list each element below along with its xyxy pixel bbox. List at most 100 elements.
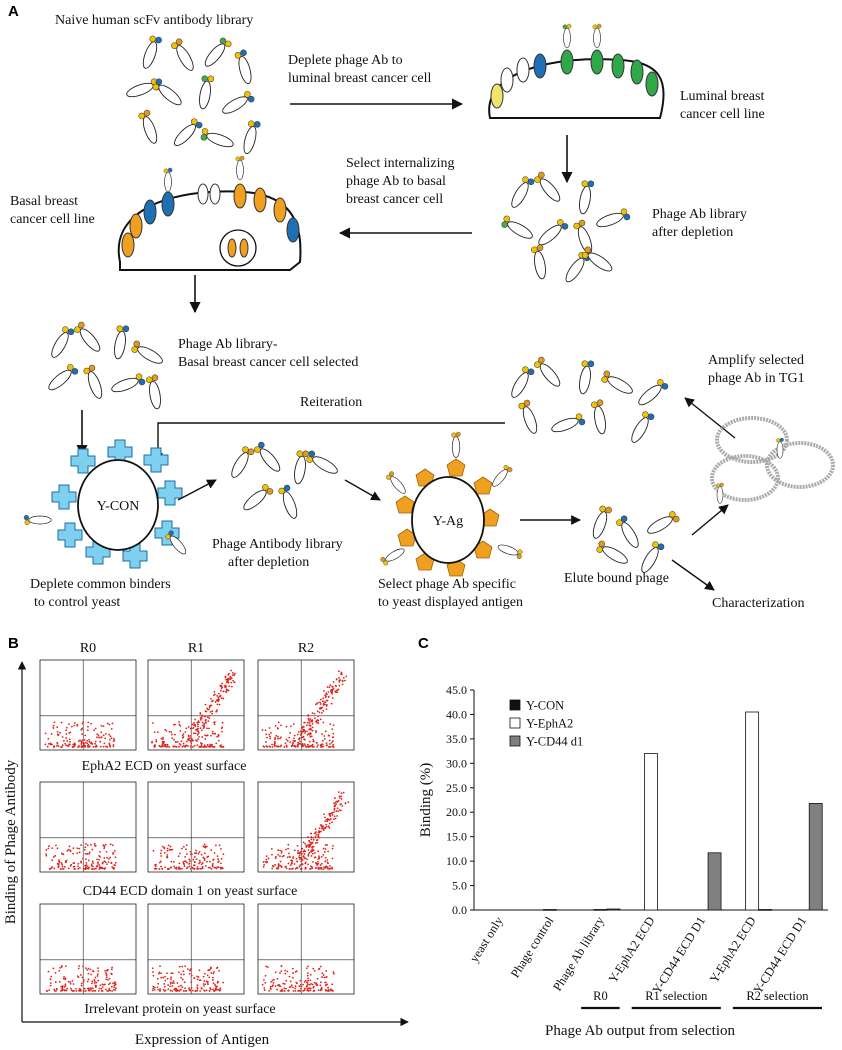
flow-dot [308, 851, 311, 854]
flow-dot [277, 735, 279, 738]
flow-dot [109, 843, 112, 846]
flow-dot [317, 850, 320, 853]
flow-dot [182, 973, 185, 976]
flow-dot [326, 817, 329, 820]
flow-dot [77, 865, 80, 868]
flow-dot [200, 717, 203, 720]
flow-dot [111, 866, 114, 868]
flow-dot [77, 740, 80, 743]
flow-dot [171, 990, 174, 992]
flow-dot [64, 977, 67, 980]
flow-dot [207, 720, 210, 723]
flow-dot [81, 727, 83, 730]
legend-swatch [509, 735, 521, 747]
flow-dot [168, 746, 171, 748]
flow-dot [283, 990, 286, 992]
flow-dot [88, 987, 91, 990]
flow-dot [159, 965, 161, 968]
flow-dot [201, 745, 203, 748]
bar-y-epha2 [593, 909, 608, 911]
basal-selected-phages [44, 320, 166, 411]
flow-dot [275, 734, 278, 737]
c-x-tick-label: Y-CD44 ECD D1 [751, 914, 810, 996]
flow-dot [322, 868, 325, 870]
flow-dot [311, 745, 313, 747]
flow-dot [94, 742, 97, 745]
c-y-tick-label: 30.0 [446, 756, 467, 770]
flow-dot [164, 744, 167, 746]
flow-dot [173, 982, 175, 985]
flow-dot [325, 823, 328, 826]
reiteration-label: Reiteration [300, 395, 362, 410]
flow-dot [312, 838, 315, 841]
flow-dot [306, 858, 308, 861]
flow-dot [274, 863, 276, 866]
flow-dot [337, 799, 340, 802]
flow-dot [209, 704, 212, 707]
flow-dot [114, 987, 117, 990]
flow-dot [161, 867, 164, 870]
flow-dot [324, 844, 327, 846]
flow-dot [318, 836, 321, 839]
flow-dot [99, 856, 101, 858]
c-x-tick-label: Y-EphA2 ECD [707, 914, 759, 985]
flow-dot [190, 987, 193, 989]
flow-dot [87, 725, 89, 728]
flow-dot [68, 845, 71, 848]
flow-dot [319, 830, 322, 833]
flow-dot [293, 734, 296, 737]
naive-library-phages [124, 33, 262, 156]
flow-dot [197, 721, 200, 723]
flow-dot [215, 742, 218, 745]
flow-dot [108, 723, 111, 726]
flow-dot [164, 975, 166, 978]
flow-dot [80, 743, 83, 745]
flow-dot [162, 988, 165, 991]
flow-dot [91, 860, 94, 863]
flow-dot [300, 850, 303, 853]
flow-dot [64, 989, 67, 992]
bar-y-epha2 [644, 753, 658, 911]
flow-dot [65, 744, 68, 747]
flow-dot [290, 725, 292, 728]
phage-antibody-line2: after depletion [228, 555, 309, 570]
flow-dot [220, 685, 223, 688]
flow-dot [280, 965, 283, 967]
flow-dot [214, 844, 217, 847]
flow-dot [112, 853, 114, 855]
flow-dot [54, 981, 57, 983]
flow-dot [341, 680, 344, 683]
flow-dot [291, 742, 294, 745]
flow-dot [88, 740, 91, 743]
flow-dot [327, 734, 330, 737]
flow-dot [65, 737, 68, 739]
flow-dot [152, 985, 155, 988]
flow-dot [310, 855, 313, 857]
flow-dot [88, 738, 90, 741]
flow-dot [64, 861, 67, 863]
flow-dot [319, 701, 321, 704]
flow-dot [187, 726, 190, 728]
flow-dot [325, 742, 328, 745]
flow-dot [304, 867, 307, 870]
flow-dot [114, 861, 117, 864]
flow-dot [305, 746, 308, 748]
select-internalizing-line1: Select internalizing [346, 156, 454, 171]
flow-dot [56, 742, 59, 745]
flow-dot [312, 989, 315, 992]
flow-dot [214, 988, 217, 991]
flow-dot [216, 988, 219, 991]
flow-dot [211, 979, 214, 981]
flow-dot [182, 970, 185, 973]
flow-dot [103, 856, 106, 859]
flow-dot [277, 849, 280, 852]
flow-dot [99, 740, 102, 743]
flow-dot [331, 691, 334, 693]
flow-dot [84, 846, 87, 849]
flow-dot [301, 742, 304, 745]
flow-dot [277, 984, 279, 987]
flow-dot [289, 732, 292, 734]
flow-dot [174, 987, 176, 990]
flow-dot [313, 969, 316, 972]
col-r0: R0 [80, 641, 96, 656]
